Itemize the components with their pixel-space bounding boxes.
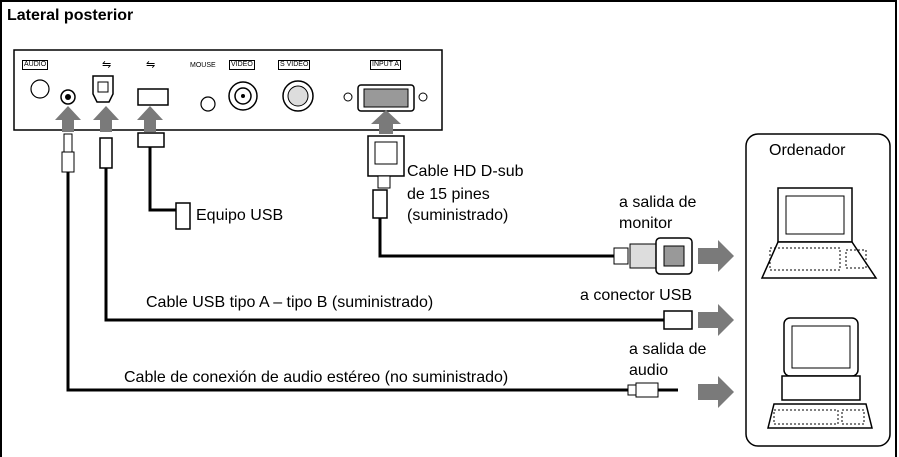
video-port — [228, 81, 258, 111]
port-label-input-a: INPUT A — [370, 60, 402, 70]
label-cable-usb: Cable USB tipo A – tipo B (suministrado) — [146, 294, 434, 311]
usb-a-port — [137, 88, 169, 106]
port-label-svideo: S VIDEO — [278, 60, 311, 70]
right-arrows — [698, 240, 734, 408]
desktop-computer-icon — [767, 317, 873, 429]
audio-jack — [60, 89, 76, 105]
label-salida-audio-1: a salida de — [629, 341, 707, 358]
rear-panel — [13, 49, 443, 131]
usb-b-port — [92, 75, 114, 103]
port-label-video: VIDEO — [229, 60, 255, 70]
label-cable-audio: Cable de conexión de audio estéreo (no s… — [124, 369, 509, 386]
usb-icon: ⇋ — [102, 59, 112, 71]
label-salida-monitor-2: monitor — [619, 215, 673, 232]
port-label-mouse: MOUSE — [190, 62, 216, 69]
label-equipo-usb: Equipo USB — [196, 207, 284, 224]
laptop-icon — [760, 187, 878, 279]
label-cable-hd-1: Cable HD D-sub — [407, 163, 524, 180]
port-label-audio: AUDIO — [22, 60, 49, 70]
audio-cable — [66, 172, 628, 392]
label-cable-hd-3: (suministrado) — [407, 207, 509, 224]
upward-arrows — [55, 106, 401, 134]
usb-icon: ⇋ — [146, 59, 156, 71]
hd-dsub-cable — [378, 218, 614, 258]
label-ordenador: Ordenador — [769, 142, 846, 159]
label-conector-usb: a conector USB — [580, 287, 693, 304]
label-cable-hd-2: de 15 pines — [407, 186, 490, 203]
svideo-port — [282, 80, 314, 112]
label-salida-audio-2: audio — [629, 362, 669, 379]
diagram-title: Lateral posterior — [7, 7, 134, 24]
mouse-port — [200, 96, 216, 112]
usb-cable — [104, 168, 664, 322]
usb-device-plug — [175, 202, 191, 230]
computer-box — [745, 133, 891, 447]
label-salida-monitor-1: a salida de — [619, 194, 697, 211]
